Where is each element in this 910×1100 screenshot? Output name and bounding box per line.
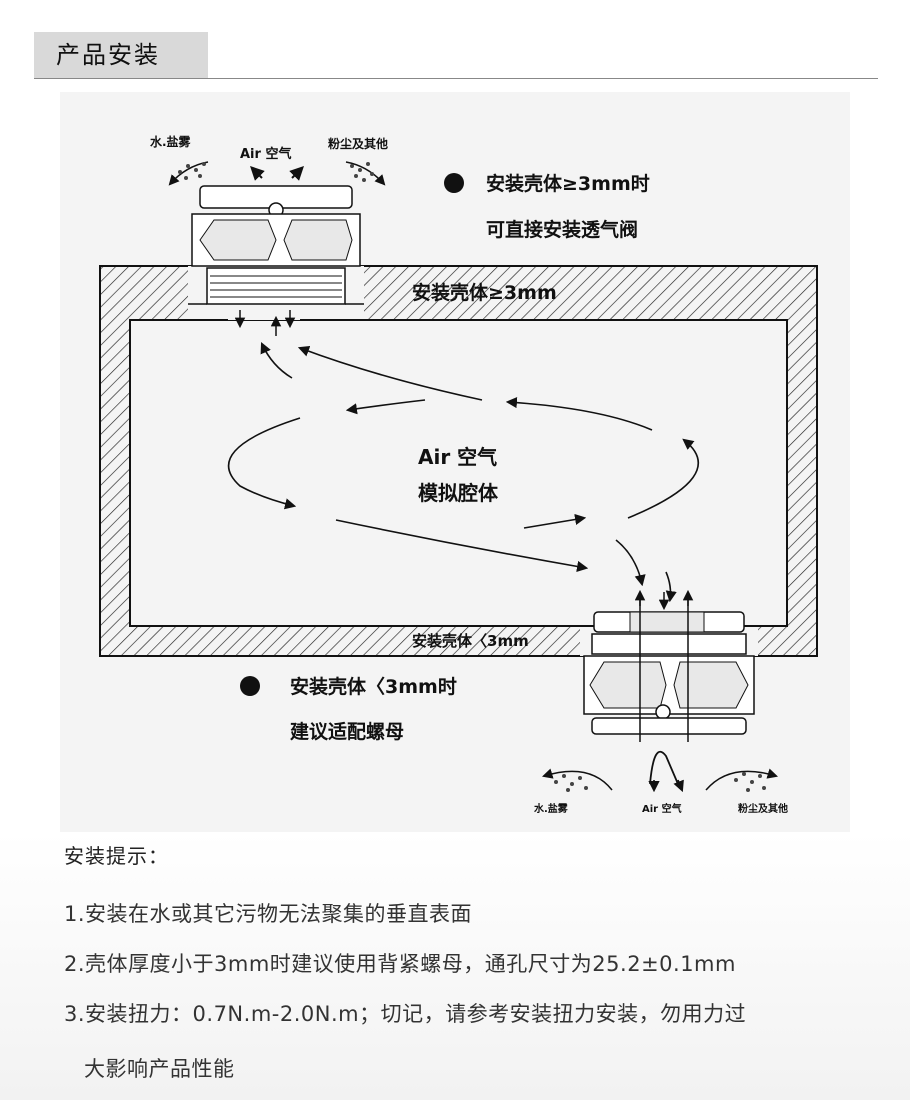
tip-item-3: 3.安装扭力：0.7N.m-2.0N.m；切记，请参考安装扭力安装，勿用力过 [64, 1002, 747, 1026]
top-vent-opening [130, 266, 787, 321]
bottom-water-label: 水.盐雾 [533, 802, 569, 815]
note-lt3-line2: 建议适配螺母 [290, 720, 404, 743]
header-divider [34, 78, 878, 79]
bottom-breather-valve-with-nut [580, 589, 758, 742]
tips-background [0, 832, 910, 1100]
cavity-air-label: Air 空气 [418, 445, 497, 469]
tip-item-2: 2.壳体厚度小于3mm时建议使用背紧螺母，通孔尺寸为25.2±0.1mm [64, 952, 736, 976]
note-ge3-line1: 安装壳体≥3mm时 [486, 172, 650, 195]
tips-title: 安装提示： [64, 844, 169, 868]
note-lt3-line1: 安装壳体〈3mm时 [290, 675, 457, 698]
air-circulation-arrows [227, 341, 700, 603]
note-shell-ge-3mm: 安装壳体≥3mm时 可直接安装透气阀 [444, 172, 650, 241]
bullet-icon [240, 676, 260, 696]
section-header: 产品安装 [34, 32, 878, 80]
top-air-label: Air 空气 [240, 146, 291, 162]
bottom-left-particles [554, 774, 588, 792]
bullet-icon [444, 173, 464, 193]
bottom-side-flows: 水.盐雾 Air 空气 粉尘及其他 [533, 750, 788, 815]
tip-item-1: 1.安装在水或其它污物无法聚集的垂直表面 [64, 902, 473, 926]
top-dust-label: 粉尘及其他 [328, 136, 388, 151]
section-title: 产品安装 [34, 32, 208, 78]
cavity-sim-label: 模拟腔体 [418, 481, 499, 505]
shell-top-label: 安装壳体≥3mm [412, 281, 557, 304]
top-side-flows: 水.盐雾 Air 空气 粉尘及其他 [150, 134, 388, 186]
top-left-particles [178, 162, 206, 180]
top-right-particles [350, 162, 374, 182]
top-water-label: 水.盐雾 [150, 134, 192, 149]
tip-item-3-cont: 大影响产品性能 [84, 1057, 235, 1081]
note-ge3-line2: 可直接安装透气阀 [486, 218, 638, 241]
bottom-dust-label: 粉尘及其他 [738, 802, 788, 815]
shell-bottom-label: 安装壳体〈3mm [412, 632, 529, 650]
port-arrows [234, 310, 296, 336]
top-breather-valve [191, 185, 361, 267]
bottom-right-particles [734, 772, 766, 792]
bottom-air-label: Air 空气 [642, 802, 682, 815]
installation-diagram: 水.盐雾 Air 空气 粉尘及其他 安装壳体≥3mm时 可直接安装透气阀 安装壳… [99, 134, 818, 815]
note-shell-lt-3mm: 安装壳体〈3mm时 建议适配螺母 [240, 675, 457, 743]
